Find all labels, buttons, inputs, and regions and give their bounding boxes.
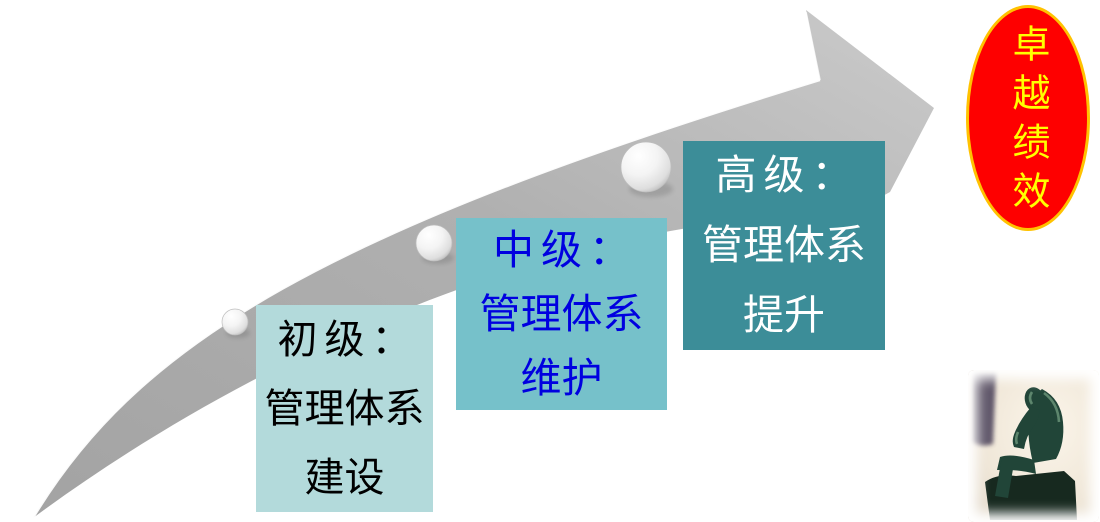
photo-dark-corner bbox=[972, 372, 996, 446]
stage-beginner-title: 初级： bbox=[277, 317, 419, 362]
thinker-statue-image bbox=[968, 370, 1099, 522]
stage-box-intermediate: 中级： 管理体系 维护 bbox=[456, 218, 667, 410]
arrow-head-edge-highlight bbox=[805, 11, 821, 81]
stage-advanced-title: 高级： bbox=[715, 152, 860, 199]
stage-box-advanced: 高级： 管理体系 提升 bbox=[683, 141, 885, 350]
arrow-top-highlight bbox=[31, 78, 821, 519]
stage-beginner-line3: 建设 bbox=[304, 455, 385, 500]
stage-intermediate-title: 中级： bbox=[493, 226, 637, 273]
stage-advanced-line3: 提升 bbox=[743, 291, 825, 338]
milestone-ball-2 bbox=[415, 224, 454, 264]
stage-advanced-line2: 管理体系 bbox=[702, 222, 866, 268]
goal-badge-oval: 卓越绩效 bbox=[966, 5, 1090, 231]
statue-highlights bbox=[1014, 391, 1061, 445]
stage-beginner-line2: 管理体系 bbox=[264, 386, 425, 431]
stage-intermediate-line3: 维护 bbox=[520, 354, 603, 401]
milestone-ball-1 bbox=[221, 308, 250, 338]
milestone-ball-3 bbox=[620, 141, 673, 197]
goal-badge-text: 卓越绩效 bbox=[1006, 24, 1050, 220]
stage-intermediate-line2: 管理体系 bbox=[479, 290, 644, 337]
stage-box-beginner: 初级： 管理体系 建设 bbox=[256, 305, 433, 512]
